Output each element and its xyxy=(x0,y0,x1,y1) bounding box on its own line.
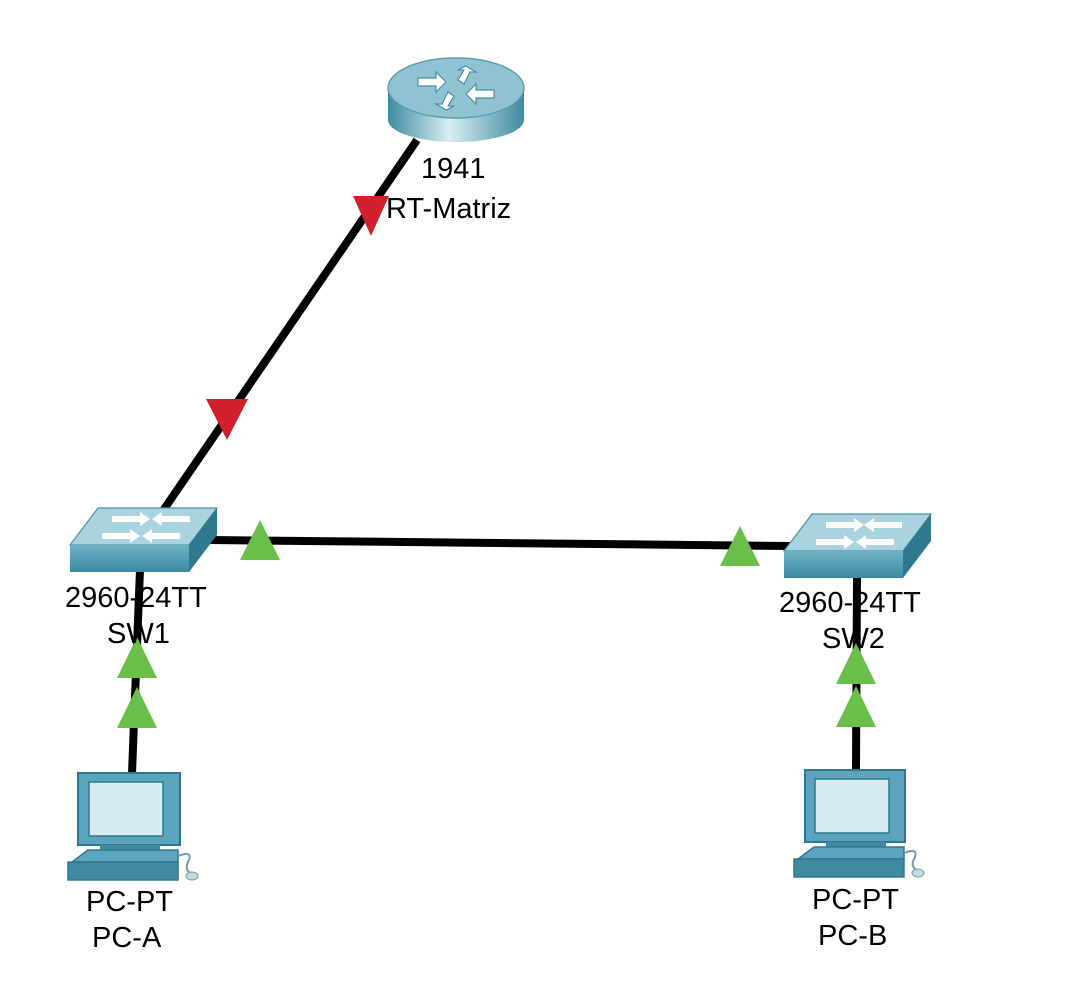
link-up-indicator xyxy=(720,526,760,566)
device-router[interactable]: 1941 RT-Matriz xyxy=(386,57,525,225)
device-sw1[interactable]: 2960-24TT SW1 xyxy=(65,507,219,650)
router-icon xyxy=(387,57,525,142)
link-down-indicator xyxy=(206,399,248,440)
link-down-indicator xyxy=(353,196,389,236)
switch-icon xyxy=(68,507,219,572)
switch-icon xyxy=(782,513,933,578)
pc-icon xyxy=(793,769,925,878)
router-model-label: 1941 xyxy=(421,153,486,185)
device-sw2[interactable]: 2960-24TT SW2 xyxy=(779,513,933,655)
pcb-model-label: PC-PT xyxy=(812,884,899,916)
link-up-indicator xyxy=(836,686,876,727)
link-up-indicator xyxy=(240,520,280,560)
link-up-indicator xyxy=(836,643,876,684)
link-status-indicators xyxy=(117,196,876,728)
link-sw1-sw2[interactable] xyxy=(209,536,791,550)
sw2-model-label: 2960-24TT xyxy=(779,587,921,619)
pca-model-label: PC-PT xyxy=(86,886,173,918)
pcb-name-label: PC-B xyxy=(818,920,887,952)
sw2-name-label: SW2 xyxy=(822,623,885,655)
sw1-model-label: 2960-24TT xyxy=(65,582,207,614)
router-name-label: RT-Matriz xyxy=(386,193,511,225)
pc-icon xyxy=(67,772,199,881)
link-up-indicator xyxy=(117,637,157,678)
device-pca[interactable]: PC-PT PC-A xyxy=(67,772,199,954)
link-up-indicator xyxy=(117,687,157,728)
device-pcb[interactable]: PC-PT PC-B xyxy=(793,769,925,952)
pca-name-label: PC-A xyxy=(92,922,162,954)
links xyxy=(128,137,861,774)
sw1-name-label: SW1 xyxy=(107,618,170,650)
